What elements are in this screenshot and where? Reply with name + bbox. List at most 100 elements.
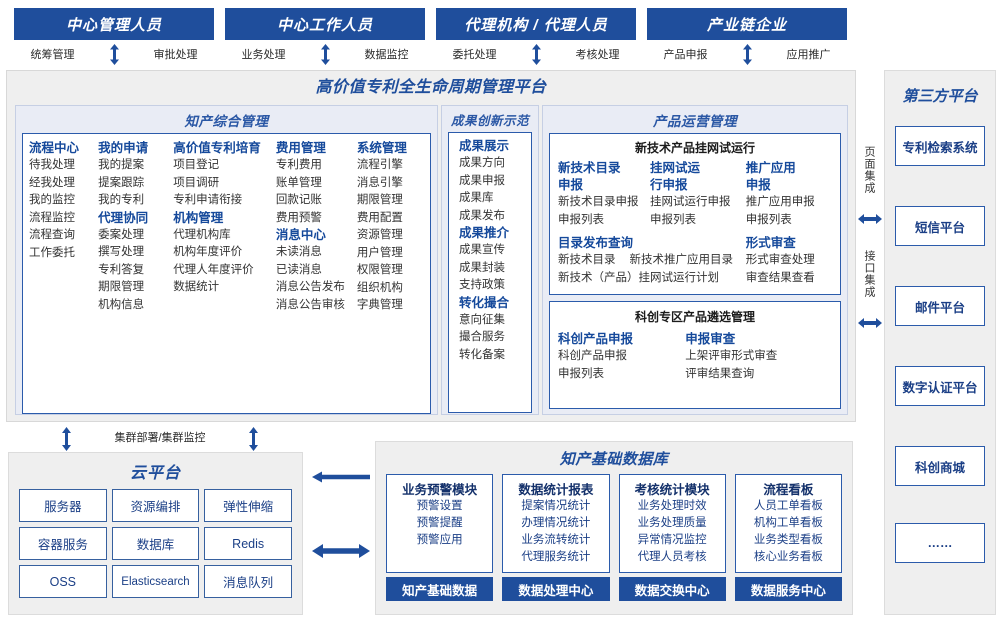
db-column-header[interactable]: 考核统计模块 [634,483,710,497]
third-party-card-email[interactable]: 邮件平台 [895,286,985,326]
group-header[interactable]: 费用管理 [275,141,326,155]
cloud-cell-oss[interactable]: OSS [19,565,107,598]
cloud-cell-mq[interactable]: 消息队列 [204,565,292,598]
third-party-card-patent-search[interactable]: 专利检索系统 [895,126,985,166]
menu-item[interactable]: 用户管理 [356,246,403,259]
menu-item[interactable]: 成果申报 [459,174,505,187]
menu-item[interactable]: 消息公告审核 [275,298,345,311]
menu-item[interactable]: 科创产品申报 [558,350,627,362]
db-footer-data-exchange[interactable]: 数据交换中心 [618,577,726,601]
menu-item[interactable]: 费用配置 [356,211,403,224]
cloud-cell-server[interactable]: 服务器 [19,489,107,522]
db-item[interactable]: 预警应用 [416,534,463,546]
menu-item[interactable]: 消息引擎 [356,176,403,189]
menu-item[interactable]: 流程引擎 [356,159,403,171]
menu-item[interactable]: 申报列表 [558,367,604,380]
group-header[interactable]: 申报审查 [685,332,736,346]
menu-item[interactable]: 流程监控 [29,211,75,224]
menu-item[interactable]: 评审结果查询 [685,367,755,380]
group-header[interactable]: 成果展示 [459,139,510,153]
cloud-cell-redis[interactable]: Redis [204,527,292,560]
group-header[interactable]: 挂网试运行申报 [649,161,700,192]
db-column-header[interactable]: 数据统计报表 [518,483,594,497]
menu-item[interactable]: 申报列表 [745,213,792,226]
menu-item[interactable]: 新技术目录 [558,254,616,266]
menu-item[interactable]: 权限管理 [356,264,403,276]
menu-item[interactable]: 意向征集 [459,313,505,326]
menu-item[interactable]: 工作委托 [29,246,75,259]
third-party-card-digital-cert[interactable]: 数字认证平台 [895,366,985,406]
menu-item[interactable]: 经我处理 [29,176,75,189]
db-footer-ip-base-data[interactable]: 知产基础数据 [386,577,494,601]
menu-item[interactable]: 挂网试运行申报 [649,196,731,208]
db-item[interactable]: 代理人员考核 [637,551,707,563]
third-party-card-more[interactable]: …… [895,523,985,563]
group-header[interactable]: 新技术目录申报 [558,161,621,192]
menu-item[interactable]: 成果发布 [459,209,505,222]
cloud-cell-database[interactable]: 数据库 [111,527,200,560]
menu-item[interactable]: 流程查询 [29,229,75,241]
db-item[interactable]: 机构工单看板 [753,517,823,529]
db-item[interactable]: 业务处理质量 [637,517,707,529]
menu-item[interactable]: 代理人年度评价 [173,263,254,276]
menu-item[interactable]: 字典管理 [356,299,403,311]
menu-item[interactable]: 新技术目录申报 [558,196,639,208]
cloud-cell-container[interactable]: 容器服务 [19,527,107,560]
db-item[interactable]: 预警提醒 [416,517,463,529]
db-footer-data-processing[interactable]: 数据处理中心 [502,577,610,601]
menu-item[interactable]: 项目调研 [173,176,220,189]
role-bar-2[interactable]: 代理机构 / 代理人员 [436,8,636,40]
menu-item[interactable]: 撮合服务 [459,331,505,343]
third-party-card-sms[interactable]: 短信平台 [895,206,985,246]
group-header[interactable]: 转化撮合 [459,295,510,310]
menu-item[interactable]: 消息公告发布 [275,281,345,293]
db-column-header[interactable]: 流程看板 [763,483,814,497]
role-bar-1[interactable]: 中心工作人员 [225,8,425,40]
third-party-card-sci-mall[interactable]: 科创商城 [895,446,985,486]
db-footer-data-service[interactable]: 数据服务中心 [734,577,842,601]
menu-item[interactable]: 资源管理 [356,229,403,241]
menu-item[interactable]: 机构信息 [98,298,145,311]
menu-item[interactable]: 组织机构 [356,281,403,294]
group-header[interactable]: 目录发布查询 [558,236,634,250]
group-header[interactable]: 机构管理 [173,210,224,225]
menu-item[interactable]: 数据统计 [173,281,220,293]
db-item[interactable]: 办理情况统计 [521,517,591,529]
db-item[interactable]: 业务类型看板 [753,534,823,546]
group-header[interactable]: 消息中心 [275,228,326,242]
menu-item[interactable]: 我的专利 [98,194,145,206]
db-item[interactable]: 人员工单看板 [753,500,823,512]
menu-item[interactable]: 审查结果查看 [745,271,815,284]
db-item[interactable]: 提案情况统计 [521,500,591,512]
menu-item[interactable]: 转化备案 [459,348,505,361]
menu-item[interactable]: 成果方向 [459,157,505,169]
menu-item[interactable]: 形式审查处理 [745,254,815,266]
group-header[interactable]: 流程中心 [29,141,80,155]
menu-item[interactable]: 已读消息 [275,263,322,276]
group-header[interactable]: 代理协同 [98,210,149,225]
menu-item[interactable]: 成果库 [459,192,494,204]
menu-item[interactable]: 待我处理 [29,159,75,171]
cloud-cell-elasticsearch[interactable]: Elasticsearch [111,565,200,598]
group-header[interactable]: 我的申请 [98,141,149,155]
menu-item[interactable]: 我的监控 [29,194,75,206]
group-header[interactable]: 系统管理 [356,141,407,155]
menu-item[interactable]: 撰写处理 [98,246,145,258]
db-item[interactable]: 核心业务看板 [753,551,823,563]
db-item[interactable]: 异常情况监控 [637,534,707,546]
menu-item[interactable]: 费用预警 [275,211,322,224]
menu-item[interactable]: 申报列表 [558,213,604,226]
group-header[interactable]: 成果推介 [459,226,510,240]
menu-item[interactable]: 上架评审形式审查 [685,350,778,362]
cloud-cell-autoscaling[interactable]: 弹性伸缩 [204,489,292,522]
menu-item[interactable]: 期限管理 [98,281,145,293]
role-bar-3[interactable]: 产业链企业 [647,8,847,40]
group-header[interactable]: 科创产品申报 [558,332,634,346]
db-item[interactable]: 业务处理时效 [637,500,707,512]
menu-item[interactable]: 专利申请衔接 [173,194,243,206]
menu-item[interactable]: 支持政策 [459,279,505,291]
menu-item[interactable]: 项目登记 [173,159,220,171]
db-item[interactable]: 业务流转统计 [521,534,591,546]
db-item[interactable]: 代理服务统计 [521,551,591,563]
menu-item[interactable]: 申报列表 [649,213,696,226]
